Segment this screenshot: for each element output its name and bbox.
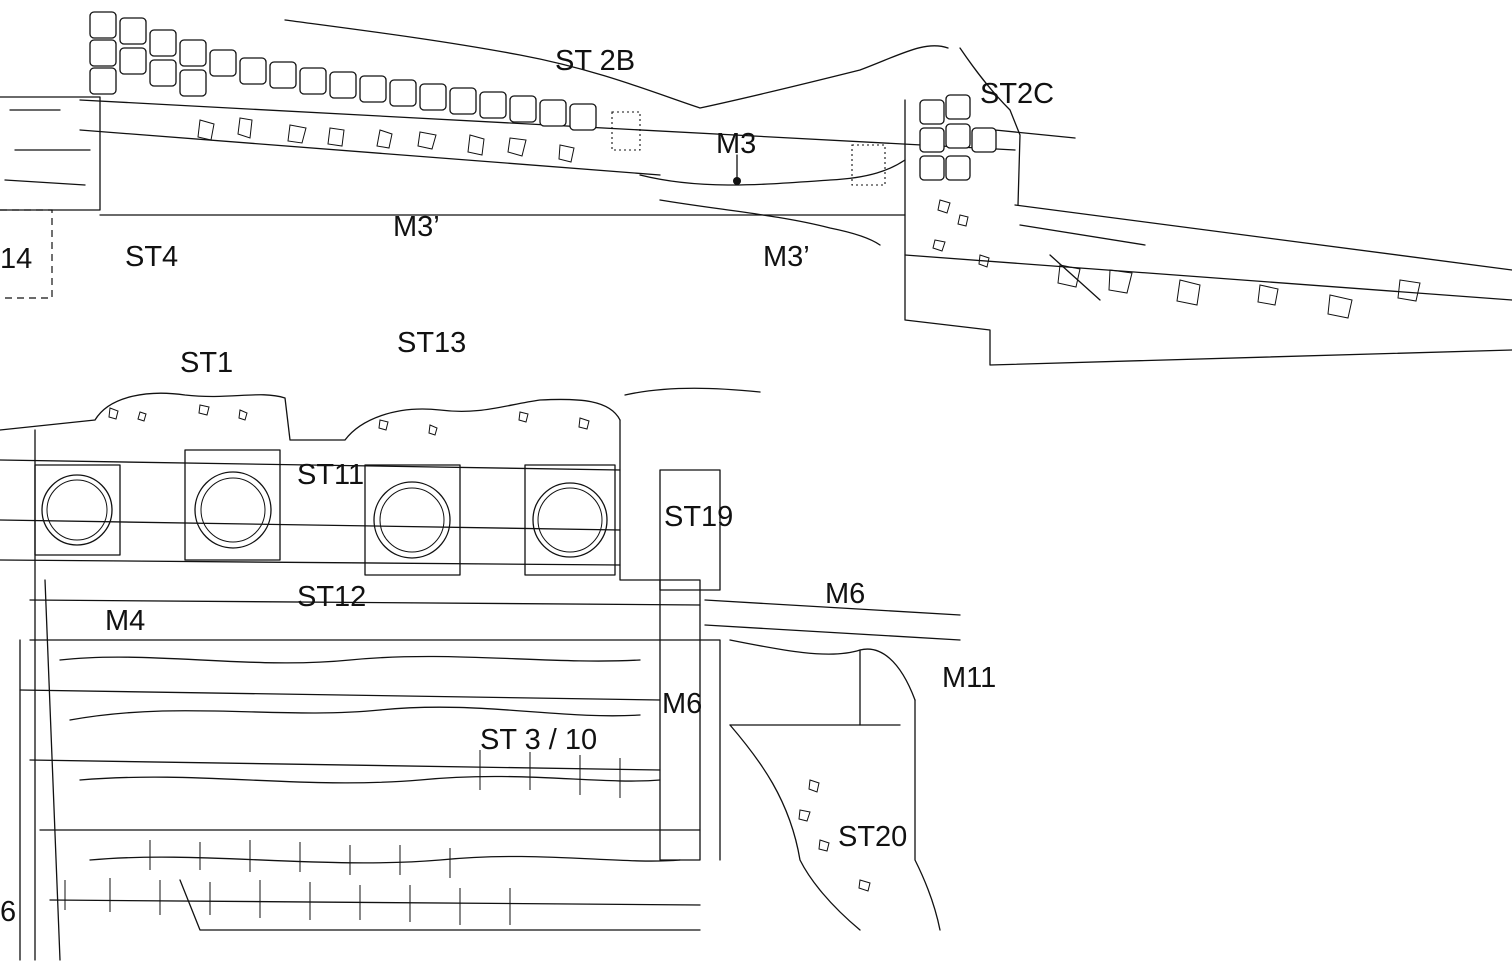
label-m3-prime-right: M3’ xyxy=(763,241,810,273)
brick-courses xyxy=(64,750,621,925)
rubble-stones xyxy=(108,117,1421,892)
label-m6-mid: M6 xyxy=(662,688,702,720)
label-st13: ST13 xyxy=(397,327,466,359)
lower-complex xyxy=(0,387,761,961)
label-sector-14: 14 xyxy=(0,243,32,275)
label-m4: M4 xyxy=(105,605,145,637)
label-m3-prime-left: M3’ xyxy=(393,211,440,243)
pillar-bases xyxy=(34,449,616,576)
label-st3-10: ST 3 / 10 xyxy=(480,724,597,756)
dashed-outlines xyxy=(0,111,886,299)
label-m11: M11 xyxy=(942,662,996,694)
m3-marker-dot xyxy=(733,177,741,185)
wall-east-upper xyxy=(904,47,1512,366)
label-st2b: ST 2B xyxy=(555,45,635,77)
wall-m3 xyxy=(0,19,1016,246)
label-st19: ST19 xyxy=(664,501,733,533)
label-st12: ST12 xyxy=(297,581,366,613)
label-st2c: ST2C xyxy=(980,78,1054,110)
wall-m6-m11 xyxy=(659,469,961,931)
label-m3: M3 xyxy=(716,128,756,160)
label-st4: ST4 xyxy=(125,241,178,273)
label-edge-6: 6 xyxy=(0,896,16,928)
paving-blocks xyxy=(89,11,997,181)
label-st1: ST1 xyxy=(180,347,233,379)
label-st20: ST20 xyxy=(838,821,907,853)
label-m6-top: M6 xyxy=(825,578,865,610)
label-st11: ST11 xyxy=(297,459,364,491)
